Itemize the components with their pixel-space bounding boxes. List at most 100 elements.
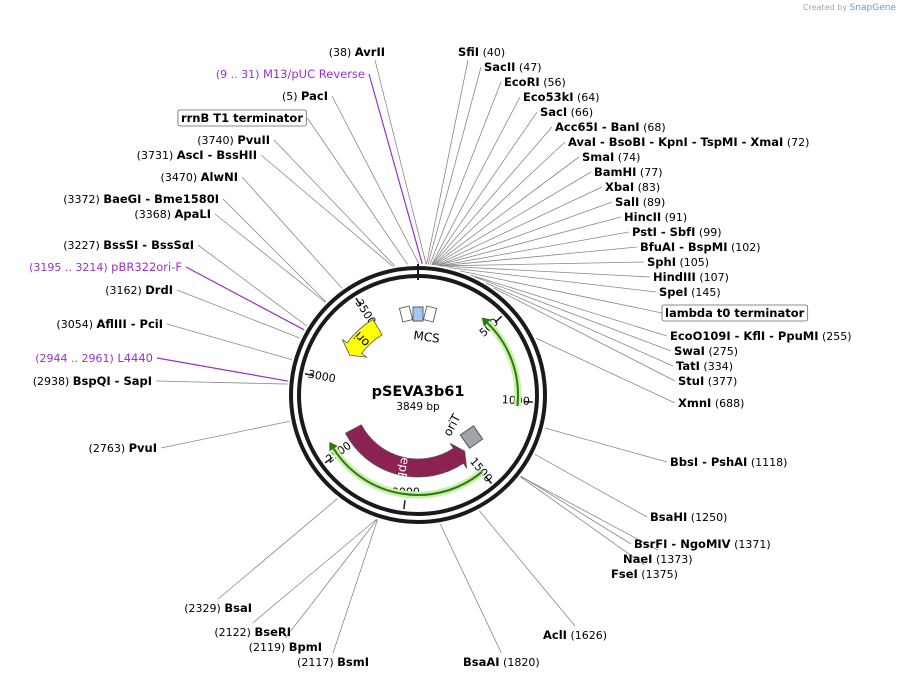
leader-line: [285, 519, 378, 639]
leader-line: [520, 476, 658, 551]
feature-label-box: [661, 304, 809, 322]
leader-line: [479, 510, 576, 627]
site-label: (9 .. 31) M13/pUC Reverse: [216, 67, 365, 81]
leader-line: [436, 201, 613, 266]
site-label: Eco53kI (64): [523, 90, 600, 104]
site-label: (3731) AscI - BssHII: [137, 148, 257, 162]
leader-line: [241, 176, 343, 289]
site-label: TatI (334): [676, 359, 733, 373]
site-label: XmnI (688): [678, 396, 744, 410]
site-label: (2944 .. 2961) L4440: [35, 351, 153, 365]
orf-arrowhead: [481, 317, 491, 327]
site-label: AvaI - BsoBI - KpnI - TspMI - XmaI (72): [568, 135, 809, 149]
leader-line: [306, 117, 408, 265]
tick-mark: [355, 297, 362, 307]
site-label: (3054) AflIII - PciI: [56, 317, 163, 331]
leader-line: [331, 95, 420, 265]
site-label: SphI (105): [647, 255, 709, 269]
snapgene-logo-text: SnapGene: [849, 3, 896, 13]
mcs-element: [398, 305, 414, 323]
leader-line: [160, 420, 290, 449]
site-label: Acc65I - BanI (68): [555, 120, 666, 134]
site-label: rrnB T1 terminator: [181, 111, 303, 125]
leader-line: [426, 59, 469, 265]
leader-line: [534, 453, 648, 518]
site-label: (2763) PvuI: [89, 441, 157, 455]
tick-mark: [403, 500, 406, 510]
site-label: BsrFI - NgoMIV (1371): [634, 537, 771, 551]
site-label: (2122) BseRI: [214, 625, 291, 639]
site-label: (3195 .. 3214) pBR322ori-F: [29, 260, 182, 274]
leader-line: [485, 282, 674, 367]
orf-line: [332, 448, 483, 496]
leader-line: [332, 519, 378, 654]
tick-mark: [304, 373, 314, 377]
leader-line: [437, 216, 622, 266]
leader-line: [155, 380, 288, 385]
orf-arrowhead: [329, 441, 338, 452]
leader-line: [156, 357, 288, 382]
site-label: AclI (1626): [543, 628, 607, 642]
leader-line: [535, 337, 676, 404]
leader-line: [493, 287, 676, 382]
site-label: SacII (47): [484, 60, 542, 74]
leader-line: [520, 476, 645, 566]
feature-ori: [341, 318, 383, 358]
site-label: (2119) BpmI: [249, 640, 322, 654]
feature-label-oriT: oriT: [440, 411, 463, 438]
mcs-element: [412, 306, 424, 322]
site-label: (38) AvrII: [329, 45, 385, 59]
leader-line: [448, 267, 657, 293]
leader-line: [427, 66, 482, 265]
credit-text: Created by: [803, 3, 848, 12]
snapgene-credit: Created by SnapGene: [803, 3, 896, 13]
mcs-element: [422, 305, 438, 323]
leader-line: [440, 265, 651, 278]
site-label: (3162) DrdI: [105, 283, 173, 297]
leader-line: [431, 111, 538, 265]
leader-line: [368, 73, 423, 265]
site-label: (3368) ApaLI: [134, 207, 211, 221]
orf-arrows: [329, 317, 522, 499]
leader-line: [435, 186, 603, 266]
site-label: (2938) BspQI - SapI: [33, 374, 152, 388]
site-label: EcoO109I - KflI - PpuMI (255): [670, 329, 852, 343]
leader-line: [176, 289, 301, 339]
site-label: SpeI (145): [659, 285, 721, 299]
site-label: NaeI (1373): [623, 552, 693, 566]
tick-label: 3000: [307, 368, 337, 386]
leader-line: [544, 427, 668, 463]
site-label: BbsI - PshAI (1118): [670, 455, 787, 469]
leader-line: [166, 323, 292, 361]
site-label: XbaI (83): [605, 180, 660, 194]
leader-line: [459, 270, 663, 314]
site-label: lambda t0 terminator: [665, 306, 805, 320]
leader-line: [433, 156, 580, 266]
leader-line: [260, 154, 394, 267]
site-label: BsaAI (1820): [463, 655, 540, 669]
leader-line: [185, 266, 305, 331]
leader-line: [222, 198, 327, 303]
leader-line: [433, 141, 566, 266]
leader-line: [429, 81, 502, 265]
leader-line: [431, 96, 521, 265]
site-label: (2329) BsaI: [184, 601, 252, 615]
plasmid-name: pSEVA3b61: [372, 384, 465, 400]
tick-mark: [485, 476, 493, 484]
leader-line: [439, 231, 630, 267]
site-label: EcoRI (56): [504, 75, 566, 89]
site-label: (3227) BssSI - BssSαI: [63, 238, 194, 252]
site-label: FseI (1375): [611, 567, 678, 581]
feature-label-box: [177, 109, 307, 127]
feature-label-repB: repB: [394, 452, 413, 482]
leader-line: [470, 274, 668, 337]
site-label: (3470) AlwNI: [161, 170, 238, 184]
site-label: SacI (66): [540, 105, 593, 119]
plasmid-size: 3849 bp: [396, 401, 440, 413]
site-label: BsaHI (1250): [650, 510, 727, 524]
leader-line: [474, 276, 672, 352]
feature-repB: [344, 424, 468, 478]
orf-line: [486, 322, 519, 407]
leader-line: [440, 261, 645, 267]
